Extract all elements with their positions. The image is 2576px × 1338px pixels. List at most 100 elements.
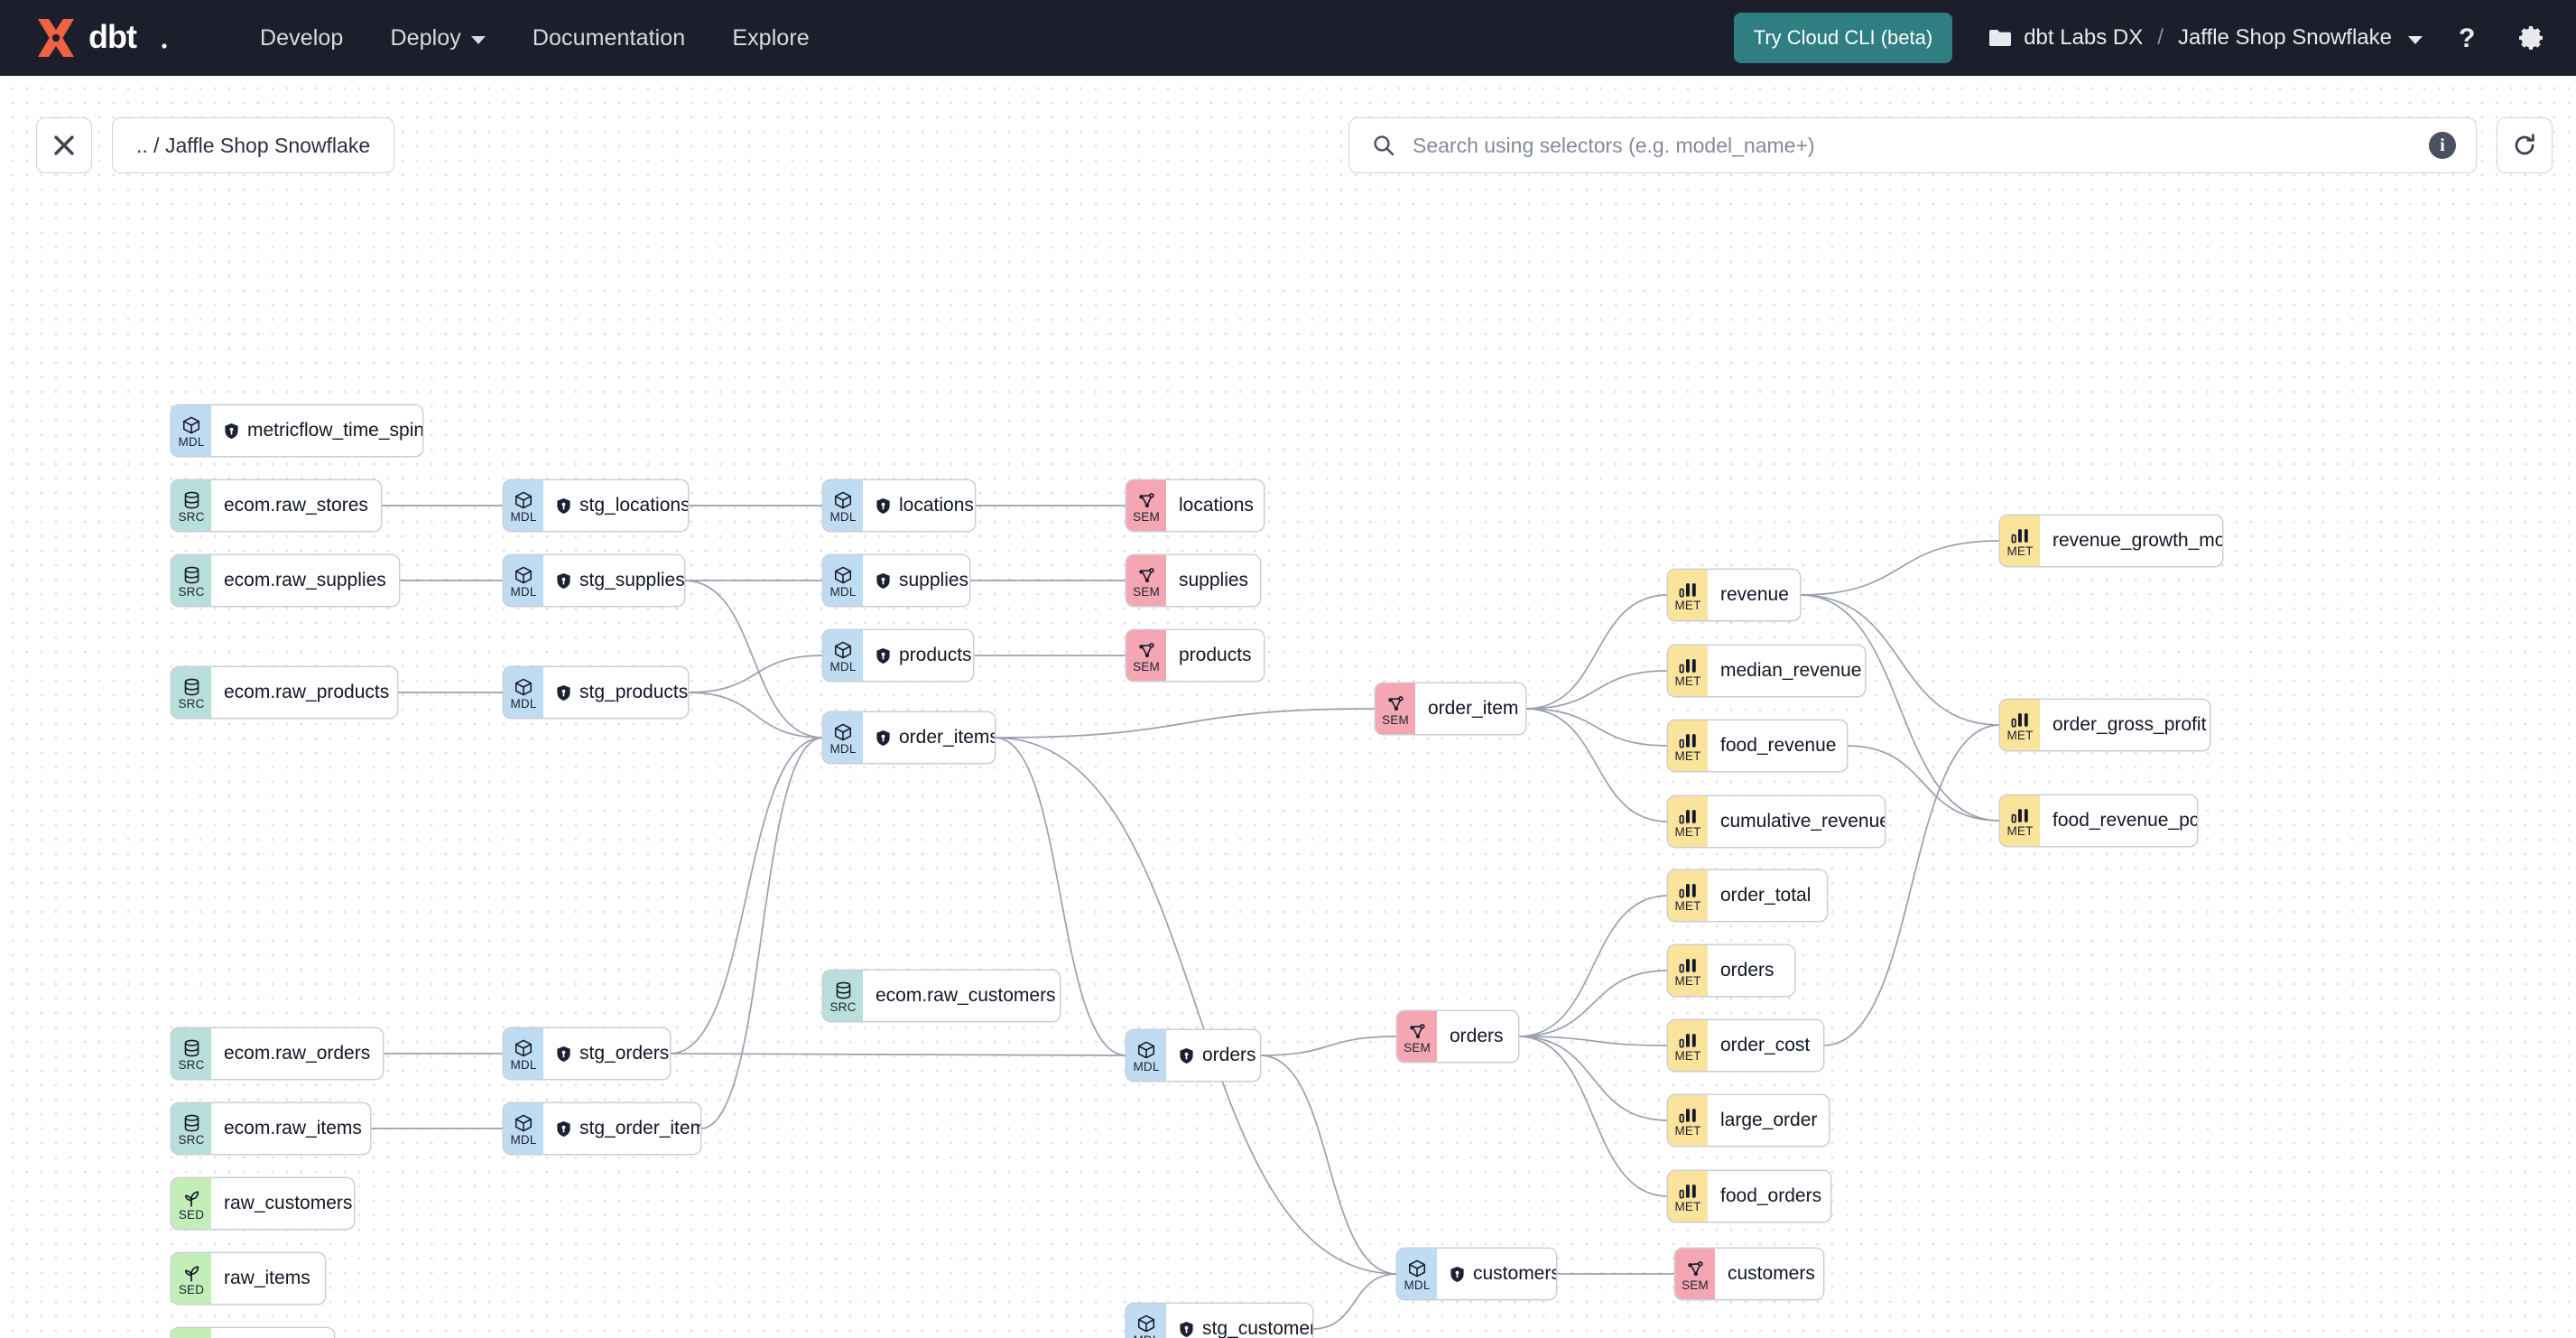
shield-icon bbox=[876, 729, 891, 747]
node-body: metricflow_time_spine bbox=[211, 405, 422, 456]
cube-icon bbox=[514, 490, 533, 510]
node-type-badge-sem: SEM bbox=[1675, 1249, 1715, 1299]
node-type-badge-met: MET bbox=[1668, 945, 1708, 996]
graph-node-ecom_raw_supplies[interactable]: SRC ecom.raw_supplies bbox=[171, 555, 399, 606]
nav-link-develop[interactable]: Develop bbox=[236, 16, 366, 60]
nav-link-explore[interactable]: Explore bbox=[709, 16, 832, 60]
nav-link-deploy-label: Deploy bbox=[390, 24, 461, 51]
gear-icon[interactable] bbox=[2513, 20, 2549, 56]
node-type-code: SRC bbox=[178, 510, 205, 524]
node-type-badge-met: MET bbox=[1668, 870, 1708, 921]
nav-link-deploy[interactable]: Deploy bbox=[366, 16, 508, 60]
node-body: orders bbox=[1437, 1011, 1518, 1062]
shield-icon bbox=[1450, 1266, 1464, 1282]
node-type-code: MET bbox=[1674, 599, 1701, 612]
edge-sem_order_item-to-met_median_revenue bbox=[1524, 670, 1669, 710]
search-input[interactable] bbox=[1411, 132, 2429, 159]
node-label: stg_orders bbox=[579, 1043, 670, 1064]
node-type-badge-sem: SEM bbox=[1376, 683, 1415, 734]
node-label: ecom.raw_items bbox=[224, 1118, 362, 1138]
database-icon bbox=[182, 490, 201, 510]
node-type-badge-mdl: MDL bbox=[1126, 1030, 1166, 1081]
node-type-code: MDL bbox=[1404, 1278, 1431, 1292]
node-label: stg_order_items bbox=[579, 1118, 700, 1138]
node-body: locations bbox=[1166, 480, 1264, 531]
help-icon[interactable]: ? bbox=[2450, 20, 2486, 56]
breadcrumb-project[interactable]: Jaffle Shop Snowflake bbox=[2177, 25, 2392, 50]
node-type-badge-met: MET bbox=[1668, 1020, 1708, 1071]
refresh-button[interactable] bbox=[2497, 117, 2553, 173]
edge-sem_orders-to-met_orders bbox=[1517, 970, 1669, 1037]
lineage-breadcrumb-chip[interactable]: .. / Jaffle Shop Snowflake bbox=[112, 117, 395, 173]
try-cloud-cli-button[interactable]: Try Cloud CLI (beta) bbox=[1733, 13, 1953, 63]
selector-search-box[interactable]: i bbox=[1348, 117, 2477, 173]
node-body: cumulative_revenue bbox=[1708, 796, 1885, 847]
node-body: ecom.raw_supplies bbox=[211, 555, 399, 606]
shield-icon bbox=[556, 1045, 571, 1063]
nav-link-documentation[interactable]: Documentation bbox=[509, 16, 709, 60]
edge-stg_orders-to-orders_mdl bbox=[669, 1053, 1127, 1056]
node-type-code: MET bbox=[2006, 824, 2034, 838]
edge-orders_mdl-to-customers_mdl bbox=[1259, 1055, 1398, 1275]
node-type-badge-mdl: MDL bbox=[1397, 1249, 1437, 1299]
node-type-code: MET bbox=[1674, 674, 1701, 688]
graph-node-met_food_revenue_pct[interactable]: MET food_revenue_pct bbox=[2000, 795, 2197, 846]
database-icon bbox=[182, 677, 201, 697]
node-type-code: SED bbox=[178, 1283, 205, 1296]
dbt-logo[interactable]: dbt bbox=[32, 15, 188, 60]
cube-icon bbox=[181, 415, 201, 435]
node-type-code: MDL bbox=[829, 742, 857, 756]
node-type-code: MET bbox=[1674, 1049, 1701, 1063]
close-button[interactable] bbox=[36, 117, 92, 173]
node-label: food_revenue bbox=[1720, 735, 1837, 756]
chevron-down-icon[interactable] bbox=[2408, 35, 2423, 44]
info-icon[interactable]: i bbox=[2429, 132, 2456, 159]
breadcrumb-account[interactable]: dbt Labs DX bbox=[2024, 25, 2144, 50]
node-label: food_revenue_pct bbox=[2052, 810, 2197, 831]
node-label: orders bbox=[1450, 1026, 1504, 1046]
node-type-code: SRC bbox=[178, 585, 205, 599]
node-label: stg_customers bbox=[1202, 1318, 1312, 1338]
node-type-code: MDL bbox=[829, 660, 857, 674]
node-type-code: SEM bbox=[1382, 713, 1409, 727]
